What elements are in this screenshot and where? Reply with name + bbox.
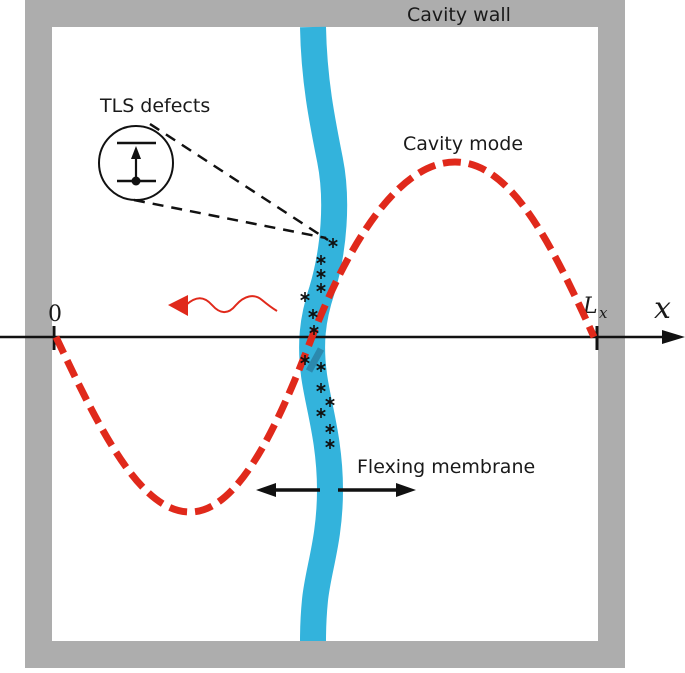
origin-label: 0 bbox=[48, 302, 62, 327]
defect-asterisk-icon bbox=[300, 355, 310, 365]
defect-asterisk-icon bbox=[316, 408, 326, 418]
defect-asterisk-icon bbox=[300, 292, 310, 302]
cavity-mode-curve bbox=[52, 158, 598, 516]
defect-asterisk-icon bbox=[308, 309, 318, 319]
defect-asterisk-icon bbox=[316, 362, 326, 372]
defect-asterisk-icon bbox=[316, 383, 326, 393]
defect-asterisk-icon bbox=[325, 424, 335, 434]
cavity-wall-label: Cavity wall bbox=[407, 4, 511, 26]
defect-asterisk-icon bbox=[316, 269, 326, 279]
tls-zoom-lines bbox=[133, 122, 329, 242]
defect-asterisk-icon bbox=[325, 397, 335, 407]
flexing-membrane-label: Flexing membrane bbox=[357, 456, 535, 478]
cavity-mode-overlap bbox=[305, 347, 325, 373]
tls-defect-markers bbox=[300, 238, 338, 449]
lx-label-subscript: x bbox=[599, 304, 608, 322]
defect-asterisk-icon bbox=[316, 255, 326, 265]
cavity-mode-label: Cavity mode bbox=[403, 133, 523, 155]
membrane-motion-arrow-icon bbox=[256, 483, 416, 497]
x-axis-label: x bbox=[654, 291, 671, 326]
x-axis-arrowhead bbox=[662, 330, 685, 344]
tls-defects-label: TLS defects bbox=[99, 95, 210, 117]
defect-asterisk-icon bbox=[309, 325, 319, 335]
defect-asterisk-icon bbox=[328, 238, 338, 248]
defect-asterisk-icon bbox=[316, 283, 326, 293]
emission-wavy-arrow-icon bbox=[168, 295, 278, 316]
defect-asterisk-icon bbox=[325, 439, 335, 449]
